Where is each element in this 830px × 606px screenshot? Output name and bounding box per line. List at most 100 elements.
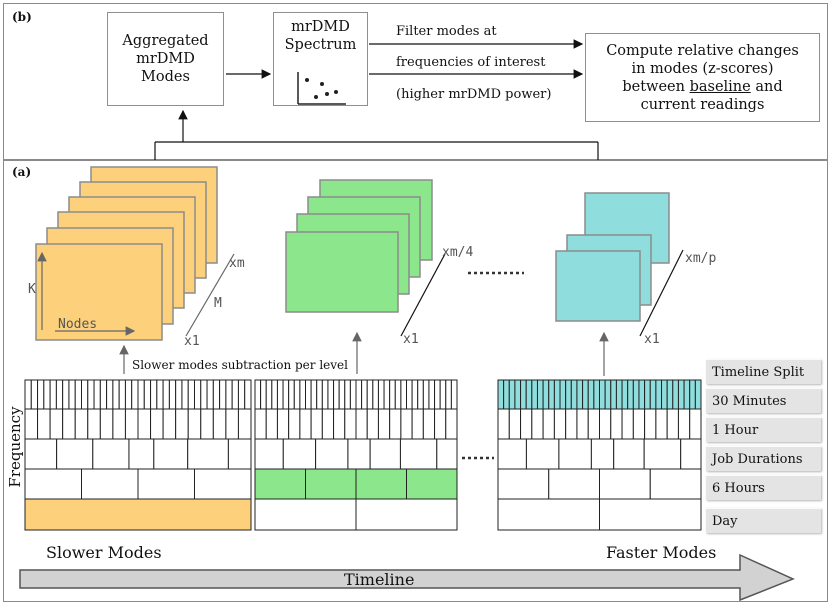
grid-faster-row3-cell — [497, 468, 550, 500]
grid-faster-row0-cell — [677, 379, 685, 410]
grid-slower-row0-cell — [62, 379, 70, 410]
grid-faster-row3-cell — [649, 468, 702, 500]
grid-faster-row0-cell — [536, 379, 544, 410]
grid-slower-row1-cell — [37, 408, 51, 440]
legend-item-6-hours: 6 Hours — [706, 475, 821, 500]
grid-middle-row1-cell — [366, 408, 379, 440]
compute-text-post: and current readings — [640, 78, 783, 113]
grid-middle-row0-cell — [349, 379, 357, 410]
grid-slower-row1-cell — [175, 408, 189, 440]
axis-m-label: M — [214, 296, 222, 311]
grid-faster-row0-cell — [689, 379, 696, 410]
grid-slower-row1-cell — [124, 408, 139, 440]
grid-slower-row0-cell — [87, 379, 95, 410]
grid-middle-row0-cell — [400, 379, 407, 410]
grid-faster-row0-cell — [644, 379, 651, 410]
grid-faster-row0-cell — [610, 379, 617, 410]
grid-middle-row0-cell — [366, 379, 374, 410]
grid-slower-row1-cell — [162, 408, 177, 440]
panel-a-tag: (a) — [12, 165, 32, 179]
grid-faster-row2-cell — [497, 438, 527, 470]
grid-slower-row0-cell — [137, 379, 145, 410]
cyan-mode-stack — [555, 192, 670, 322]
grid-faster-row0-cell — [520, 379, 527, 410]
grid-slower-row0-cell — [49, 379, 57, 410]
grid-middle-row4-cell — [355, 498, 458, 531]
grid-slower-row2-cell — [24, 438, 58, 470]
grid-middle-row1-cell — [333, 408, 346, 440]
grid-slower-row0-cell — [206, 379, 214, 410]
legend-item-1-hour: 1 Hour — [706, 417, 821, 442]
grid-faster-row0-cell — [694, 379, 702, 410]
grid-slower-row1-cell — [62, 408, 76, 440]
grid-faster-row0-cell — [649, 379, 657, 410]
grid-faster-row0-cell — [508, 379, 516, 410]
grid-slower-row0-cell — [37, 379, 45, 410]
grid-faster-row0-cell — [661, 379, 668, 410]
grid-faster-row0-cell — [503, 379, 510, 410]
grid-slower-row0-cell — [187, 379, 196, 410]
grid-middle-row0-cell — [265, 379, 273, 410]
panel-connector — [154, 109, 599, 160]
grid-slower-row0-cell — [106, 379, 114, 410]
x1-label-cyan: x1 — [644, 332, 660, 347]
grid-middle-row0-cell — [422, 379, 430, 410]
grid-slower-row2-cell — [92, 438, 130, 470]
filter-label-2: frequencies of interest — [396, 55, 546, 70]
grid-slower-row1-cell — [225, 408, 239, 440]
grid-faster-row1-cell — [689, 408, 702, 440]
grid-middle-row2-cell — [399, 438, 438, 470]
grid-slower-row0-cell — [168, 379, 177, 410]
grid-faster-row4-cell — [497, 498, 600, 531]
grid-faster-row0-cell — [570, 379, 578, 410]
grid-middle-row0-cell — [260, 379, 267, 410]
x1-label-orange: x1 — [184, 334, 200, 349]
grid-faster-row0-cell — [655, 379, 663, 410]
grid-faster-row1-cell — [621, 408, 634, 440]
grid-faster-row0-cell — [666, 379, 674, 410]
grid-slower-row3-cell — [24, 468, 82, 500]
orange-axes — [37, 251, 235, 337]
grid-middle-row0-cell — [276, 379, 284, 410]
green-axis — [400, 253, 446, 337]
panel-b-frame — [3, 3, 828, 160]
grid-slower-row0-cell — [24, 379, 32, 410]
grid-middle-row0-cell — [293, 379, 301, 410]
grid-faster-row1-cell — [644, 408, 657, 440]
grid-slower-row3-cell — [81, 468, 139, 500]
grid-faster-row0-cell — [683, 379, 691, 410]
grid-middle-row0-cell — [305, 379, 312, 410]
grid-slower-row0-cell — [225, 379, 233, 410]
subtraction-note: Slower modes subtraction per level — [132, 358, 348, 372]
grid-middle-row0-cell — [439, 379, 447, 410]
grid-faster-row0-cell — [514, 379, 522, 410]
grid-slower-row0-cell — [74, 379, 82, 410]
grid-slower-row0-cell — [237, 379, 246, 410]
grid-middle-row1-cell — [377, 408, 391, 440]
grid-faster-row1-cell — [553, 408, 567, 440]
grid-faster-row3-cell — [548, 468, 600, 500]
faster-modes-label: Faster Modes — [606, 543, 717, 562]
axis-nodes-label: Nodes — [58, 317, 98, 332]
grid-faster-row2-cell — [613, 438, 645, 470]
grid-middle-row0-cell — [411, 379, 419, 410]
grid-middle-row2-cell — [347, 438, 371, 470]
grid-middle-row1-cell — [310, 408, 323, 440]
grid-middle-row0-cell — [271, 379, 278, 410]
grid-faster-row0-cell — [627, 379, 634, 410]
grid-faster-row0-cell — [542, 379, 550, 410]
grid-faster-row1-cell — [520, 408, 533, 440]
legend-item-30-minutes: 30 Minutes — [706, 388, 821, 413]
timeline-grids — [24, 379, 702, 531]
grid-faster-row1-cell — [610, 408, 623, 440]
grid-slower-row0-cell — [212, 379, 221, 410]
axis-k-label: K — [28, 282, 36, 297]
grid-faster-row1-cell — [565, 408, 578, 440]
compute-changes-text: Compute relative changes in modes (z-sco… — [606, 42, 799, 114]
grid-slower-row1-cell — [112, 408, 126, 440]
grid-slower-row0-cell — [112, 379, 120, 410]
grid-middle-row2-cell — [436, 438, 458, 470]
grid-faster-row1-cell — [655, 408, 668, 440]
grid-middle-row0-cell — [450, 379, 458, 410]
